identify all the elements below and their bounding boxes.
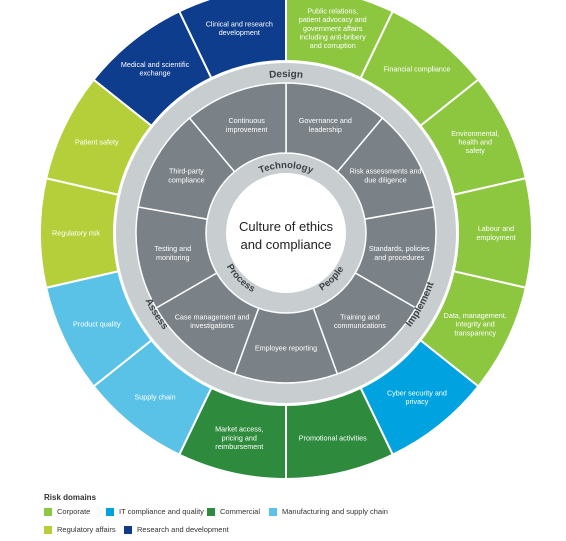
legend-swatch-manufacturing <box>269 507 277 516</box>
outer-segment-label: government affairs <box>303 24 363 33</box>
process-segment-label: Training and <box>340 312 380 321</box>
outer-segment-label: pricing and <box>222 433 257 442</box>
outer-segment-label: development <box>219 28 260 37</box>
legend-swatch-corporate <box>44 507 52 516</box>
process-segment-label: and procedures <box>374 253 424 262</box>
process-segment-label: leadership <box>309 125 342 134</box>
legend-title: Risk domains <box>44 493 97 502</box>
center-circle <box>226 173 346 293</box>
outer-segment-label: Data, management, <box>444 311 507 320</box>
legend-item-regulatory: Regulatory affairs <box>44 525 116 534</box>
legend-label: Manufacturing and supply chain <box>282 507 388 516</box>
center-title-line2: and compliance <box>240 237 331 252</box>
process-segment-label: Continuous <box>228 116 265 125</box>
legend-label: IT compliance and quality <box>119 507 204 516</box>
process-segment-label: improvement <box>226 125 268 134</box>
legend-label: Commercial <box>220 507 261 516</box>
outer-segment-label: Public relations, <box>307 7 358 16</box>
outer-segment-label: health and <box>458 137 492 146</box>
outer-segment-label: Supply chain <box>134 393 175 402</box>
legend-label: Regulatory affairs <box>57 525 116 534</box>
legend-swatch-research <box>124 525 132 534</box>
legend-item-commercial: Commercial <box>207 507 260 516</box>
outer-segment-label: reimbursement <box>215 442 263 451</box>
process-segment-label: Third-party <box>169 167 204 176</box>
legend: Risk domains Corporate IT compliance and… <box>44 493 544 539</box>
outer-segment-label: safety <box>466 146 486 155</box>
outer-segment-research <box>177 0 287 80</box>
process-segment-label: Risk assessments and <box>350 167 422 176</box>
legend-label: Corporate <box>57 507 91 516</box>
outer-segment-label: privacy <box>406 397 429 406</box>
ring-label-design: Design <box>269 69 304 81</box>
outer-segment-label: Market access, <box>215 425 263 434</box>
outer-segment-label: Regulatory risk <box>52 229 100 238</box>
outer-segment-label: Labour and <box>478 224 514 233</box>
legend-item-manufacturing: Manufacturing and supply chain <box>269 507 388 516</box>
outer-segment-label: including anti-bribery <box>300 32 367 41</box>
legend-item-it: IT compliance and quality <box>106 507 204 516</box>
center-title-line1: Culture of ethics <box>239 219 333 234</box>
process-segment-label: monitoring <box>156 253 190 262</box>
outer-segment-label: transparency <box>454 328 496 337</box>
process-segment-label: Governance and <box>299 116 352 125</box>
process-segment <box>188 82 287 173</box>
outer-segment-label: Environmental, <box>451 129 499 138</box>
legend-swatch-it <box>106 507 114 516</box>
outer-segment-label: exchange <box>139 69 170 78</box>
outer-segment-label: patient advocacy and <box>299 15 367 24</box>
outer-segment-label: Clinical and research <box>206 19 273 28</box>
outer-segment-label: Medical and scientific <box>121 60 190 69</box>
legend-label: Research and development <box>137 525 229 534</box>
outer-segment-label: Cyber security and <box>387 388 447 397</box>
legend-item-corporate: Corporate <box>44 507 90 516</box>
process-segment-label: investigations <box>190 321 234 330</box>
legend-swatch-regulatory <box>44 525 52 534</box>
outer-segment-label: Financial compliance <box>383 64 450 73</box>
outer-segment-label: Promotional activities <box>299 433 367 442</box>
outer-ring: Public relations,patient advocacy andgov… <box>39 0 533 481</box>
process-segment-label: communications <box>334 321 386 330</box>
legend-swatch-commercial <box>207 507 215 516</box>
outer-segment-label: Patient safety <box>75 137 119 146</box>
risk-wheel-diagram: Public relations,patient advocacy andgov… <box>39 0 533 481</box>
process-segment-label: Employee reporting <box>255 344 317 353</box>
process-segment-label: Standards, policies <box>369 244 430 253</box>
outer-segment-label: and corruption <box>310 41 356 50</box>
process-segment-label: due diligence <box>364 175 406 184</box>
outer-segment-label: integrity and <box>456 320 495 329</box>
process-segment-label: Testing and <box>154 244 191 253</box>
inner-label-technology: Technology <box>257 160 315 176</box>
outer-segment-label: employment <box>476 233 515 242</box>
outer-segment-label: Product quality <box>73 320 121 329</box>
legend-item-research: Research and development <box>124 525 229 534</box>
process-segment-label: Case management and <box>175 312 250 321</box>
process-segment-label: compliance <box>168 175 204 184</box>
